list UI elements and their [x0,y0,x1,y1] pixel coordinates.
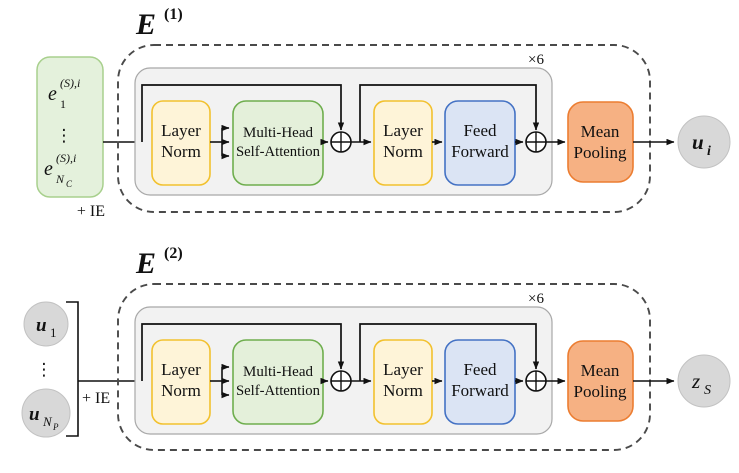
residual-add-node-2 [525,370,547,392]
encoder-1-title-superscript: (1) [164,6,183,23]
layer-norm-1-box [151,100,211,186]
layer-norm-2-box [373,339,433,425]
skip-connection-1 [141,84,345,142]
input-first-subscript: 1 [60,97,66,111]
self-attention-box [232,339,324,425]
feed-forward-label-line1: Feed [463,360,497,379]
output-ui-base: u [692,130,704,154]
residual-add-node-1 [330,131,352,153]
self-attention-box [232,100,324,186]
input-last-base: e [44,158,53,180]
skip-connection-1 [141,323,345,381]
encoder-1-dashed-border [117,44,651,213]
output-ui-subscript: i [707,144,711,159]
input-node-unp [21,388,71,438]
qkv-fork-arrows [210,363,230,399]
layer-norm-1-label-line1: Layer [161,121,201,140]
input-node-u1 [23,301,69,347]
residual-add-node-2 [525,131,547,153]
layer-norm-2-label-line2: Norm [383,381,423,400]
self-attention-label-line2: Self-Attention [236,144,320,160]
feed-forward-label-line2: Forward [451,142,509,161]
input-last-subsubscript: C [66,179,73,189]
output-zs-subscript: S [704,383,711,398]
input-first-base: e [48,83,57,105]
self-attention-label-line1: Multi-Head [243,125,313,141]
layer-norm-2-box [373,100,433,186]
repeat-x6-badge: ×6 [528,291,544,307]
input-unp-subscript: N [42,414,53,429]
layer-norm-2-label-line1: Layer [383,121,423,140]
mean-pooling-label-line1: Mean [581,361,620,380]
layer-norm-2-label-line1: Layer [383,360,423,379]
feed-forward-label-line1: Feed [463,121,497,140]
vertical-ellipsis-icon: ⋮ [36,360,53,380]
input-u1-base: u [36,315,47,336]
input-ie-annotation: + IE [82,390,110,407]
encoder-2-title-superscript: (2) [164,245,183,262]
repeat-x6-badge: ×6 [528,52,544,68]
qkv-fork-arrows [210,124,230,160]
mean-pooling-box [567,340,634,422]
input-ie-annotation: + IE [77,203,105,220]
output-node-ui [677,115,731,169]
output-zs-base: z [691,369,700,393]
encoder-1-title: E [135,8,156,41]
feed-forward-label-line2: Forward [451,381,509,400]
mean-pooling-label-line2: Pooling [574,143,627,162]
layer-norm-1-label-line1: Layer [161,360,201,379]
layer-norm-1-label-line2: Norm [161,142,201,161]
input-first-superscript: (S),i [60,76,80,90]
output-node-zs [677,354,731,408]
skip-connection-2 [359,323,540,381]
input-last-subscript: N [55,172,65,186]
input-unp-base: u [29,404,40,425]
encoder-1: E (1) e (S),i 1 ⋮ e (S),i N C + IE ×6 La… [36,6,731,220]
input-unp-subsubscript: P [52,422,59,432]
feed-forward-box [444,339,516,425]
encoder-2-title: E [135,247,156,280]
encoder-2-dashed-border [117,283,651,451]
encoder-2: E (2) u 1 ⋮ u N P + IE ×6 Layer Norm [21,245,731,451]
input-u1-subscript: 1 [50,325,57,340]
input-embeddings-box [36,56,104,198]
self-attention-label-line1: Multi-Head [243,364,313,380]
mean-pooling-label-line2: Pooling [574,382,627,401]
feed-forward-box [444,100,516,186]
vertical-ellipsis-icon: ⋮ [56,126,73,146]
mean-pooling-box [567,101,634,183]
residual-add-node-1 [330,370,352,392]
input-grouping-bracket [66,301,79,437]
input-last-superscript: (S),i [56,151,76,165]
skip-connection-2 [359,84,540,142]
layer-norm-1-box [151,339,211,425]
mean-pooling-label-line1: Mean [581,122,620,141]
layer-norm-1-label-line2: Norm [161,381,201,400]
self-attention-label-line2: Self-Attention [236,383,320,399]
layer-norm-2-label-line2: Norm [383,142,423,161]
